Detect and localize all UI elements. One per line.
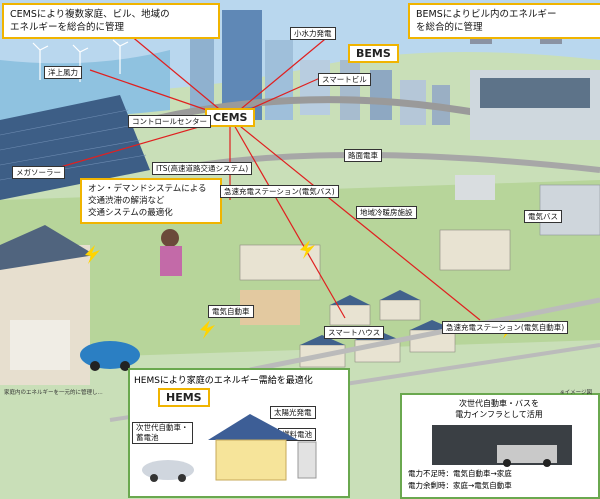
ondemand-callout: オン・デマンドシステムによる 交通渋滞の解消など 交通システムの最適化 [80,178,222,224]
label-quick-charge-bus: 急速充電ステーション(電気バス) [220,185,339,198]
hems-badge: HEMS [158,388,210,407]
cems-badge: CEMS [205,108,256,127]
label-district-heating: 地域冷暖房施設 [356,206,417,219]
label-hydro: 小水力発電 [290,27,336,40]
vehicle-shortage-text: 電力不足時：電気自動車→家庭 [408,469,512,478]
hems-panel-title: HEMSにより家庭のエネルギー需給を最適化 [134,376,313,386]
hems-house-illustration [142,414,317,482]
label-mega-solar: メガソーラー [12,166,65,179]
cems-callout: CEMSにより複数家庭、ビル、地域の エネルギーを総合的に管理 [2,3,220,39]
hems-next-gen-car-line-1: 次世代自動車・ [136,423,189,432]
bems-callout-line-2: を総合的に管理 [416,22,483,33]
vehicle-garage-illustration [432,425,572,467]
vehicle-title-line-1: 次世代自動車・バスを [459,399,539,408]
vehicle-surplus-text: 電力余剰時：家庭→電気自動車 [408,481,512,490]
vehicle-title-line-2: 電力インフラとして活用 [455,410,543,419]
vehicle-grid-panel: 次世代自動車・バスを 電力インフラとして活用 電力不足時：電気自動車→家庭 電力… [400,393,600,499]
ondemand-line-3: 交通システムの最適化 [88,208,173,218]
bems-badge: BEMS [348,44,399,63]
vehicle-panel-title: 次世代自動車・バスを 電力インフラとして活用 [406,398,592,420]
ondemand-line-2: 交通渋滞の解消など [88,196,165,206]
hems-solar-label: 太陽光発電 [270,406,316,419]
footnote-left: 家庭内のエネルギーを一元的に管理し... [4,390,103,396]
label-offshore-wind: 洋上風力 [44,66,82,79]
label-its: ITS(高速道路交通システム) [152,162,253,175]
label-smart-house: スマートハウス [324,326,385,339]
hems-next-gen-car-label: 次世代自動車・ 蓄電池 [132,422,193,444]
label-streetcar: 路面電車 [344,149,382,162]
ondemand-line-1: オン・デマンドシステムによる [88,184,207,194]
label-electric-bus: 電気バス [524,210,562,223]
bems-callout-line-1: BEMSによりビル内のエネルギー [416,9,557,20]
footnote-right: ※イメージ図 [560,390,592,396]
label-quick-charge-car: 急速充電ステーション(電気自動車) [442,321,569,334]
label-electric-car: 電気自動車 [208,305,254,318]
label-control-center: コントロールセンター [128,115,211,128]
bems-callout: BEMSによりビル内のエネルギー を総合的に管理 [408,3,600,39]
hems-panel: HEMSにより家庭のエネルギー需給を最適化 HEMS 太陽光発電 燃料電池 次世… [128,368,350,498]
cems-callout-line-1: CEMSにより複数家庭、ビル、地域の [10,9,170,20]
offshore-wind-turbines [32,39,129,82]
hems-next-gen-car-line-2: 蓄電池 [136,433,159,442]
label-smart-building: スマートビル [318,73,371,86]
cems-callout-line-2: エネルギーを総合的に管理 [10,22,125,33]
